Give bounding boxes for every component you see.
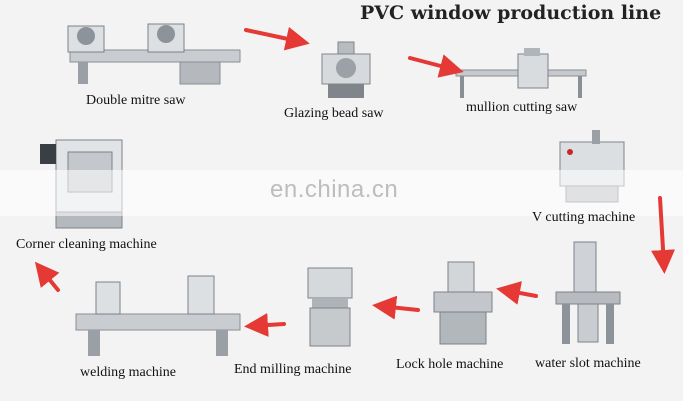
welding-machine-image: [75, 275, 241, 356]
arrow-3: [651, 196, 676, 274]
watermark: en.china.cn: [270, 176, 399, 203]
step-label-welding-machine: welding machine: [80, 365, 177, 380]
arrow-4: [496, 281, 538, 305]
glazing-bead-saw-image: [321, 41, 371, 98]
step-label-mullion-cutting-saw: mullion cutting saw: [466, 100, 578, 115]
end-milling-machine-image: [307, 267, 353, 347]
step-label-v-cutting-machine: V cutting machine: [532, 210, 636, 225]
step-label-water-slot-machine: water slot machine: [535, 356, 641, 371]
arrow-2: [408, 54, 464, 78]
arrow-5: [372, 295, 420, 320]
step-label-end-milling-machine: End milling machine: [234, 362, 352, 377]
step-label-corner-cleaning-machine: Corner cleaning machine: [16, 237, 157, 252]
page-title: PVC window production line: [360, 2, 662, 24]
step-label-lock-hole-machine: Lock hole machine: [396, 357, 504, 372]
step-label-glazing-bead-saw: Glazing bead saw: [284, 106, 384, 121]
lock-hole-machine-image: [433, 261, 493, 345]
step-label-double-mitre-saw: Double mitre saw: [86, 93, 186, 108]
watermark-band: [0, 170, 683, 216]
arrow-7: [34, 261, 60, 292]
mullion-cutting-saw-image: [455, 48, 587, 98]
double-mitre-saw-image: [67, 23, 241, 85]
water-slot-machine-image: [555, 241, 621, 344]
arrow-6: [244, 313, 286, 337]
arrow-1: [244, 26, 310, 51]
